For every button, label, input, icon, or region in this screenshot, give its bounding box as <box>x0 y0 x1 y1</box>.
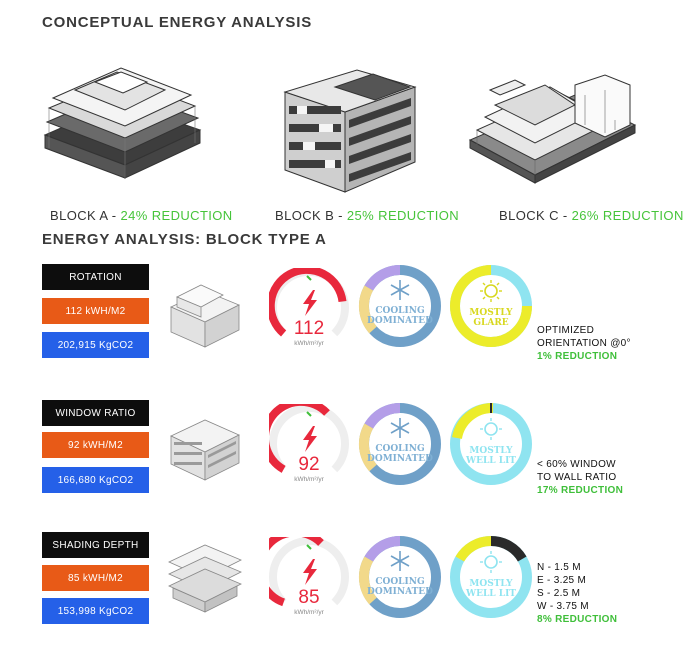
block-b-reduction: 25% REDUCTION <box>346 208 460 223</box>
row1-eui-gauge-arc <box>269 268 347 337</box>
row2-eui-value: 92 <box>298 454 319 475</box>
main-heading: CONCEPTUAL ENERGY ANALYSIS <box>42 14 313 31</box>
row1-sun-icon <box>480 280 502 302</box>
row3-lightning-icon <box>303 559 317 585</box>
block-b-name: BLOCK B - <box>275 208 347 223</box>
row3-sun-icon <box>480 551 502 573</box>
row2-light-line2: WELL LIT <box>465 456 516 466</box>
block-c-caption: BLOCK C - 26% REDUCTION <box>499 208 684 223</box>
row3-cooling-ring: COOLING DOMINATED <box>358 535 441 618</box>
row1-eui-unit: kWh/m²/yr <box>294 340 324 347</box>
row2-cooling-line2: DOMINATED <box>367 454 433 464</box>
row2-cooling-ring: COOLING DOMINATED <box>358 402 441 485</box>
row3-eui-unit: kWh/m²/yr <box>294 609 324 616</box>
row1-light-ring: MOSTLY GLARE <box>450 265 532 347</box>
row3-note-line: W - 3.75 M <box>537 601 589 612</box>
block-a-building-illustration <box>43 67 202 179</box>
row1-note-line: OPTIMIZED <box>537 325 595 336</box>
row2-parameter-label: WINDOW RATIO <box>42 400 149 426</box>
row2-snowflake-icon <box>390 418 410 438</box>
block-c-reduction: 26% REDUCTION <box>571 208 684 223</box>
block-a-name: BLOCK A - <box>50 208 121 223</box>
block-a-caption: BLOCK A - 24% REDUCTION <box>50 208 233 223</box>
row3-note-reduction: 8% REDUCTION <box>537 614 618 625</box>
row2-note-line: < 60% WINDOW <box>537 459 616 470</box>
row3-snowflake-icon <box>390 551 410 571</box>
row1-lightning-icon <box>303 290 317 316</box>
row2-lightning-icon <box>303 426 317 452</box>
row2-carbon-label: 166,680 KgCO2 <box>42 467 149 493</box>
row1-light-line1: MOSTLY <box>469 308 513 318</box>
row1-note-line: ORIENTATION @0° <box>537 338 631 349</box>
row1-light-line2: GLARE <box>473 318 508 328</box>
row3-cooling-line2: DOMINATED <box>367 587 433 597</box>
row2-cooling-line1: COOLING <box>375 444 424 454</box>
row3-carbon-label: 153,998 KgCO2 <box>42 598 149 624</box>
row2-light-line1: MOSTLY <box>469 446 513 456</box>
row3-light-line1: MOSTLY <box>469 579 513 589</box>
row1-cooling-ring: COOLING DOMINATED <box>358 264 441 347</box>
row2-eui-gauge-arc <box>269 404 330 473</box>
row3-note-line: N - 1.5 M <box>537 562 581 573</box>
row3-parameter-label: SHADING DEPTH <box>42 532 149 558</box>
row2-eui-unit: kWh/m²/yr <box>294 476 324 483</box>
row3-energy-label: 85 kWH/M2 <box>42 565 149 591</box>
block-a-reduction: 24% REDUCTION <box>120 208 233 223</box>
row1-energy-label: 112 kWH/M2 <box>42 298 149 324</box>
row1-snowflake-icon <box>390 280 410 300</box>
row1-parameter-label: ROTATION <box>42 264 149 290</box>
row3-note-line: S - 2.5 M <box>537 588 581 599</box>
block-b-building-illustration <box>283 69 417 193</box>
block-c-name: BLOCK C - <box>499 208 572 223</box>
row3-note: N - 1.5 M E - 3.25 M S - 2.5 M W - 3.75 … <box>537 561 617 626</box>
row2-note-line: TO WALL RATIO <box>537 472 617 483</box>
row3-light-ring: MOSTLY WELL LIT <box>450 535 532 618</box>
row1-carbon-label: 202,915 KgCO2 <box>42 332 149 358</box>
row1-block-mini-model <box>170 284 240 348</box>
row1-eui-value: 112 <box>294 318 324 339</box>
row3-light-line2: WELL LIT <box>465 589 516 599</box>
row1-eui-gauge: 112 kWh/m²/yr <box>269 268 349 347</box>
block-c-building-illustration <box>468 74 637 184</box>
row2-sun-icon <box>480 418 502 440</box>
row3-cooling-line1: COOLING <box>375 577 424 587</box>
row3-eui-value: 85 <box>298 587 319 608</box>
row3-block-mini-model <box>168 544 242 613</box>
row2-note-reduction: 17% REDUCTION <box>537 485 624 496</box>
row3-eui-gauge: 85 kWh/m²/yr <box>269 537 349 616</box>
row1-note: OPTIMIZED ORIENTATION @0° 1% REDUCTION <box>537 324 631 363</box>
row2-energy-label: 92 kWH/M2 <box>42 432 149 458</box>
row2-light-ring: MOSTLY WELL LIT <box>450 402 532 485</box>
row2-block-mini-model <box>170 419 240 481</box>
block-type-heading: ENERGY ANALYSIS: BLOCK TYPE A <box>42 231 327 248</box>
row2-note: < 60% WINDOW TO WALL RATIO 17% REDUCTION <box>537 458 623 497</box>
row3-note-line: E - 3.25 M <box>537 575 587 586</box>
row1-cooling-line2: DOMINATED <box>367 316 433 326</box>
row1-note-reduction: 1% REDUCTION <box>537 351 618 362</box>
row1-cooling-line1: COOLING <box>375 306 424 316</box>
row2-eui-gauge: 92 kWh/m²/yr <box>269 404 349 483</box>
block-b-caption: BLOCK B - 25% REDUCTION <box>275 208 459 223</box>
